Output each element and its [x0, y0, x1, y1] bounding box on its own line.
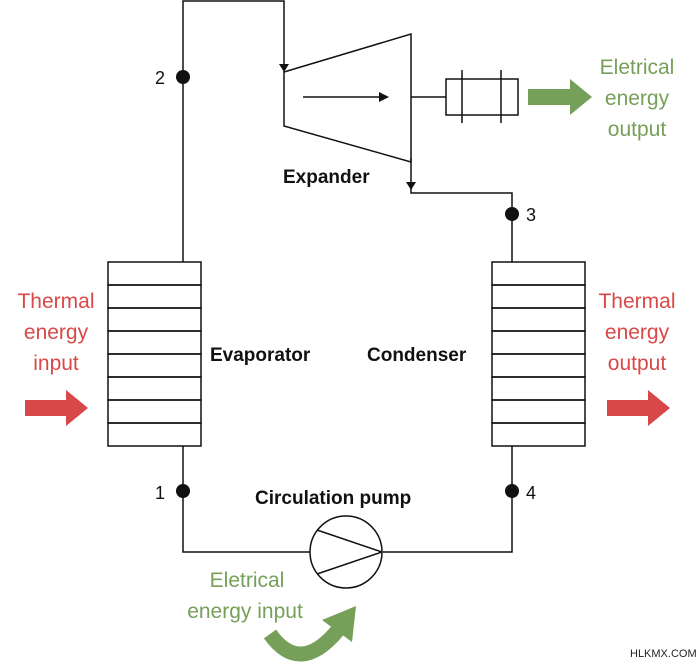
state-point-4-marker [505, 484, 519, 498]
electrical-energy-input: Eletrical energy input [187, 569, 356, 662]
pipe-evaporator-to-pump [182, 446, 310, 553]
generator-icon [445, 70, 519, 123]
state-point-1-label: 1 [155, 483, 165, 503]
state-point-3-label: 3 [526, 205, 536, 225]
condenser-plate [491, 376, 586, 401]
watermark: HLKMX.COM [630, 648, 697, 660]
thermal-output-line-3: output [608, 352, 667, 375]
electrical-input-line-1: Eletrical [210, 569, 285, 592]
electrical-output-line-1: Eletrical [600, 56, 675, 79]
state-point-2-marker [176, 70, 190, 84]
thermal-input-line-2: energy [24, 321, 89, 344]
evaporator-plate [107, 307, 202, 332]
thermal-output-line-1: Thermal [598, 290, 675, 313]
condenser-plate [491, 261, 586, 286]
electrical-input-arrowhead [322, 606, 356, 642]
evaporator-plate [107, 284, 202, 309]
flow-arrowhead-expander-out [406, 182, 416, 190]
evaporator-icon [107, 261, 202, 447]
thermal-input-line-3: input [33, 352, 79, 375]
condenser-plate [491, 353, 586, 378]
evaporator-plate [107, 353, 202, 378]
evaporator-plate [107, 399, 202, 424]
thermal-energy-output: Thermal energy output [598, 290, 676, 426]
pipe-pump-to-condenser [383, 446, 513, 553]
thermal-output-arrow-icon [607, 390, 670, 426]
circulation-pump-label: Circulation pump [255, 488, 411, 509]
condenser-plate [491, 422, 586, 447]
evaporator-plate [107, 376, 202, 401]
thermal-energy-input: Thermal energy input [17, 290, 95, 426]
electrical-output-line-3: output [608, 118, 667, 141]
state-point-1-marker [176, 484, 190, 498]
condenser-icon [491, 261, 586, 447]
condenser-plate [491, 330, 586, 355]
condenser-plate [491, 307, 586, 332]
evaporator-label: Evaporator [210, 345, 311, 366]
condenser-plate [491, 399, 586, 424]
condenser-label: Condenser [367, 345, 467, 366]
state-point-2-label: 2 [155, 68, 165, 88]
expander-flow-arrowhead [379, 92, 389, 102]
thermal-input-line-1: Thermal [17, 290, 94, 313]
evaporator-plate [107, 261, 202, 286]
expander-label: Expander [283, 167, 370, 188]
pipe-evaporator-to-expander [182, 0, 285, 262]
electrical-output-line-2: energy [605, 87, 670, 110]
expander [283, 32, 519, 163]
circulation-pump-icon [309, 515, 383, 589]
flow-arrowhead-expander-in [279, 64, 289, 72]
condenser-plate [491, 284, 586, 309]
electrical-input-line-2: energy input [187, 600, 303, 623]
evaporator-plate [107, 330, 202, 355]
piping [182, 0, 513, 553]
expander-body [283, 32, 412, 163]
thermal-output-line-2: energy [605, 321, 670, 344]
state-point-4-label: 4 [526, 483, 536, 503]
electrical-energy-output: Eletrical energy output [528, 56, 674, 141]
electrical-input-curved-arrow-icon [263, 625, 344, 662]
electrical-output-arrow-icon [528, 79, 592, 115]
evaporator-plate [107, 422, 202, 447]
pipe-expander-to-condenser [410, 158, 513, 262]
thermal-input-arrow-icon [25, 390, 88, 426]
state-points: 2 3 1 4 [155, 68, 536, 503]
state-point-3-marker [505, 207, 519, 221]
